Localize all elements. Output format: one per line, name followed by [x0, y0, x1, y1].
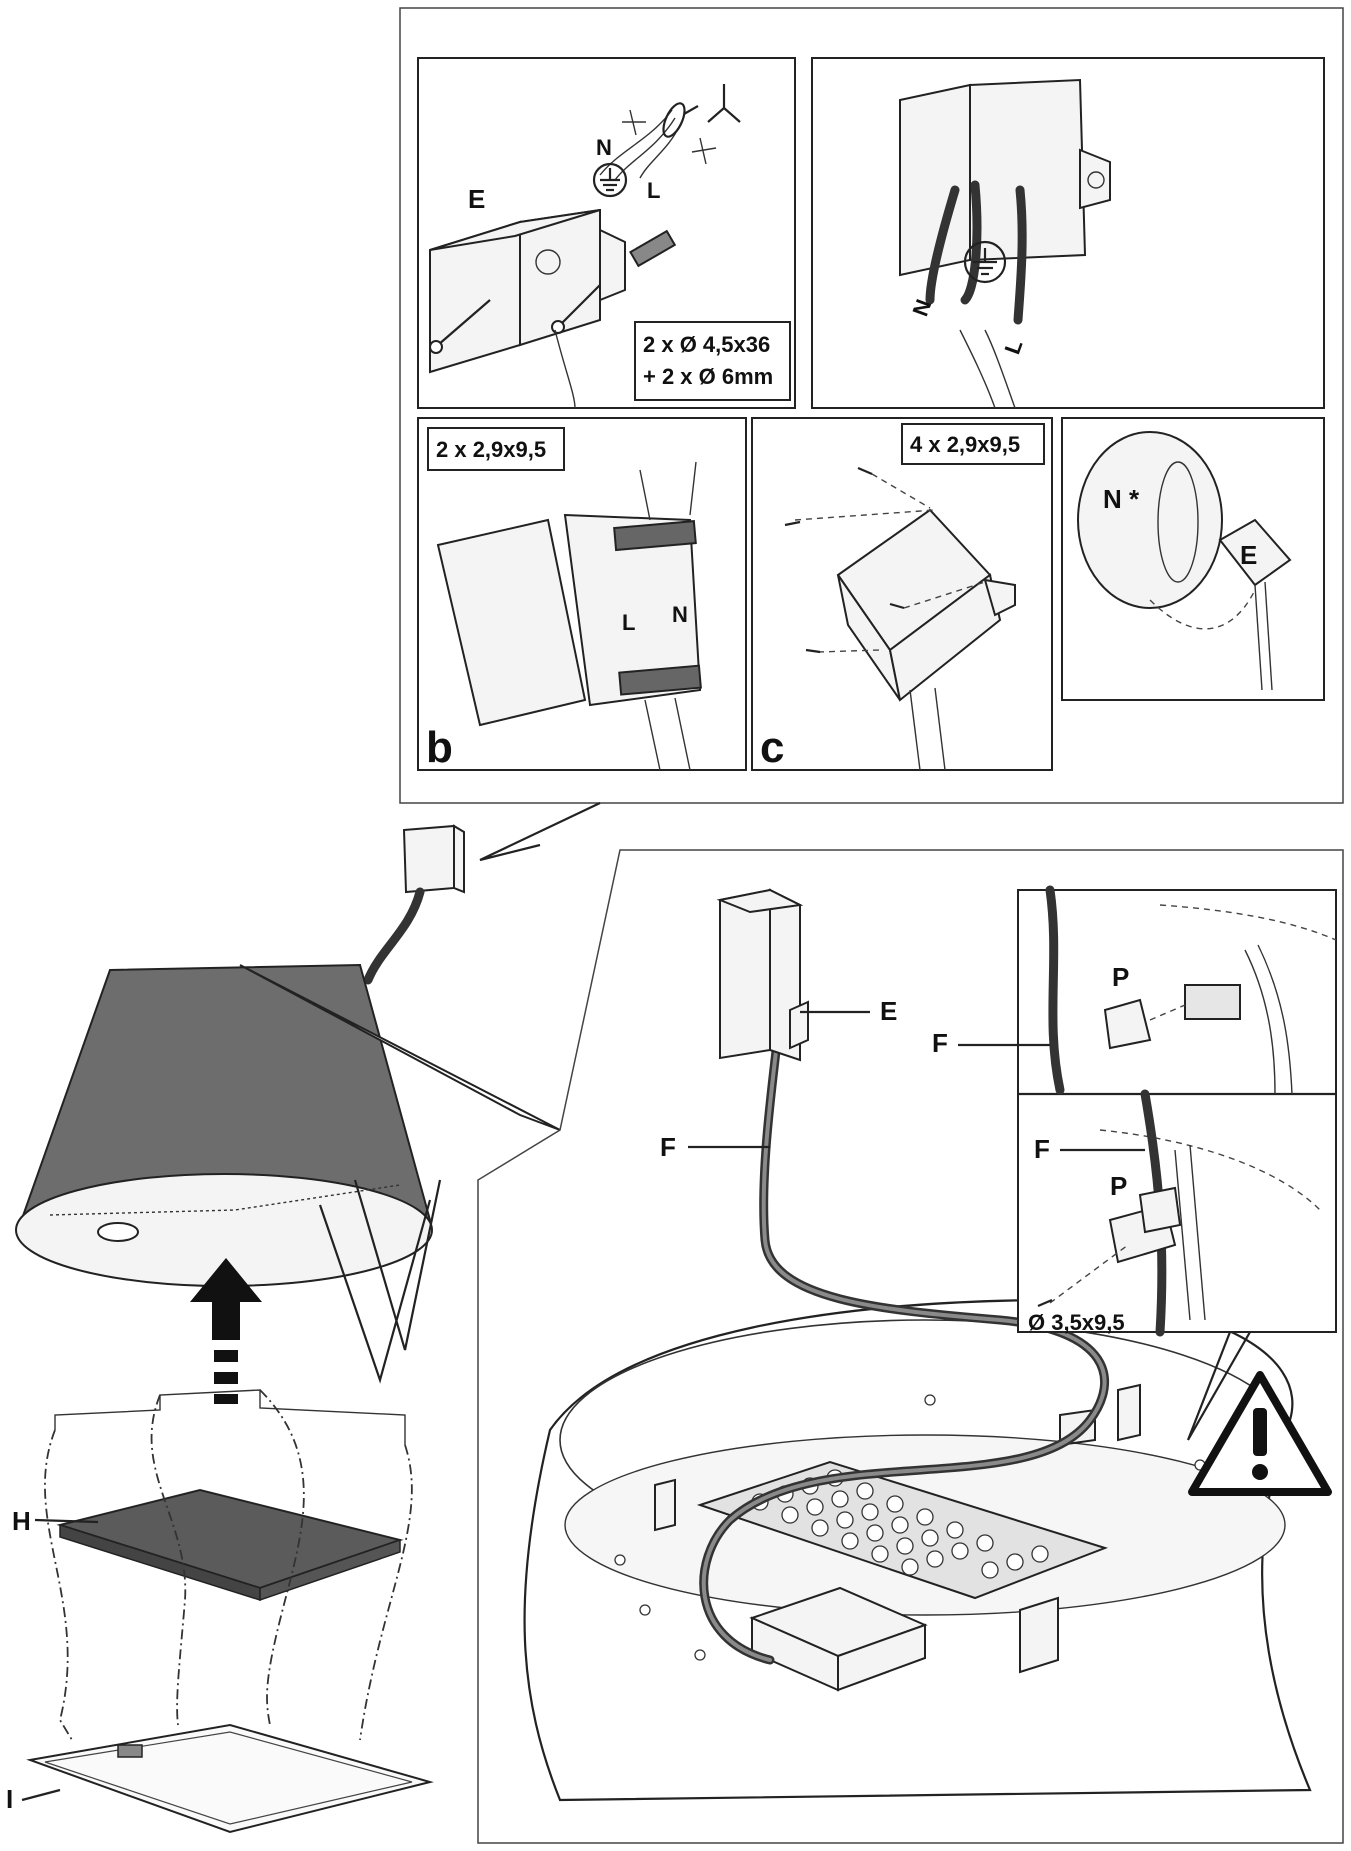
label-I: I — [6, 1784, 13, 1814]
label-P-top: P — [1112, 962, 1129, 992]
pliers-icon — [707, 84, 741, 123]
label-F-top: F — [932, 1028, 948, 1058]
warning-triangle-icon — [1188, 1371, 1332, 1496]
filter-I: I — [6, 1723, 434, 1834]
label-screws-top-1: 2 x Ø 4,5x36 — [643, 332, 770, 357]
up-arrow-icon — [190, 1258, 262, 1404]
ground-symbol-icon — [592, 162, 628, 198]
label-E-top: E — [468, 184, 485, 214]
panel-b: 2 x 2,9x9,5 L N b — [417, 417, 747, 772]
junction-box-E: E — [716, 888, 897, 1062]
label-screws-b: 2 x 2,9x9,5 — [436, 437, 546, 462]
label-P-bottom: P — [1110, 1171, 1127, 1201]
label-wire-N: N — [596, 135, 612, 160]
panel-cover-note: N * E — [1061, 417, 1325, 701]
label-letter-b: b — [426, 723, 453, 772]
hood-assembly: H I — [6, 824, 561, 1834]
label-wire-L: L — [647, 178, 660, 203]
hood-body — [16, 963, 432, 1232]
label-N-star: N * — [1103, 484, 1140, 514]
label-F-main: F — [660, 1132, 676, 1162]
panel-junction-box-mount: E N L 2 x Ø 4,5x36 + 2 x Ø 6mm — [417, 57, 796, 409]
cable-routing-detail: E F P F P — [477, 849, 1344, 1844]
panel-c: 4 x 2,9x9,5 c — [751, 417, 1053, 772]
clip-detail-inset: P F P F Ø 3,5x9,5 — [932, 885, 1337, 1337]
callout-beam — [239, 964, 561, 1131]
label-screws-top-2: + 2 x Ø 6mm — [643, 364, 773, 389]
filter-H: H — [12, 1488, 404, 1602]
top-detail-group: E N L 2 x Ø 4,5x36 + 2 x Ø 6mm — [399, 7, 1344, 804]
label-E-main: E — [880, 996, 897, 1026]
junction-box-open — [429, 208, 626, 374]
label-terminal-N: N — [672, 602, 688, 627]
label-F-bottom: F — [1034, 1134, 1050, 1164]
label-terminal-L: L — [622, 610, 635, 635]
label-H: H — [12, 1506, 31, 1536]
panel-wiring: N L — [811, 57, 1325, 409]
label-letter-c: c — [760, 723, 784, 772]
label-screws-c: 4 x 2,9x9,5 — [910, 432, 1020, 457]
ground-symbol-icon — [963, 240, 1007, 284]
label-E-small: E — [1240, 540, 1257, 570]
label-screw-p: Ø 3,5x9,5 — [1028, 1310, 1125, 1335]
